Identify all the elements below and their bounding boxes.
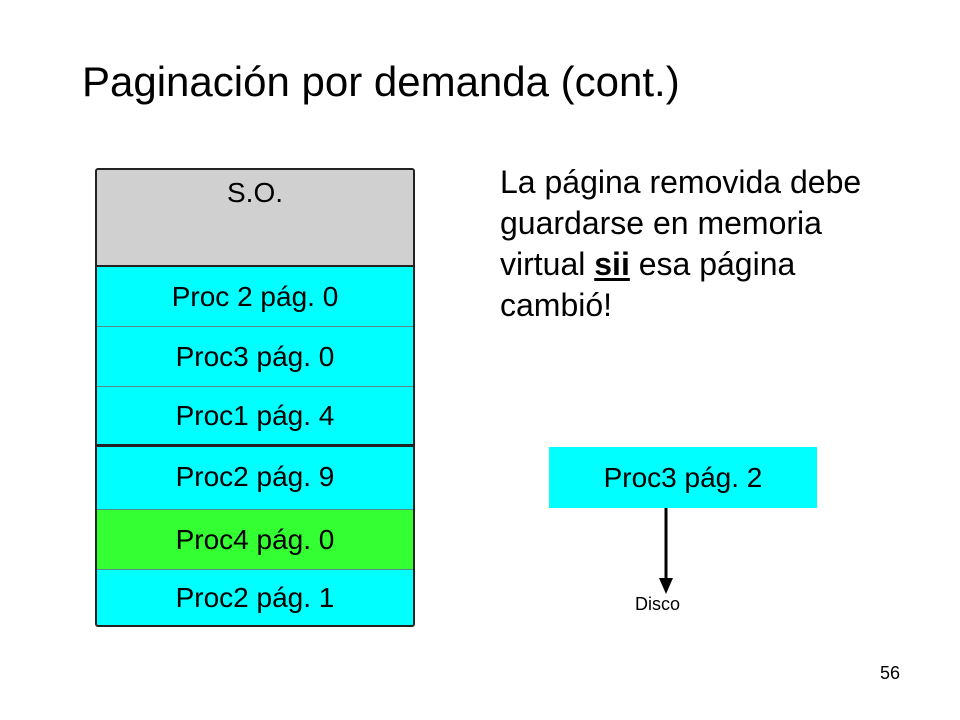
memory-frame: Proc 2 pág. 0 (97, 267, 413, 327)
emphasis-sii: sii (594, 246, 630, 282)
memory-frame: Proc1 pág. 4 (97, 387, 413, 447)
memory-frame: Proc2 pág. 9 (97, 447, 413, 510)
page-number: 56 (880, 663, 901, 683)
slide-title: Paginación por demanda (cont.) (82, 58, 680, 105)
os-block: S.O. (97, 170, 413, 267)
explanation-text: La página removida debe guardarse en mem… (500, 162, 900, 326)
disk-label: Disco (635, 594, 681, 614)
memory-frame-new: Proc4 pág. 0 (97, 510, 413, 570)
memory-frame: Proc3 pág. 0 (97, 327, 413, 387)
memory-frame: Proc2 pág. 1 (175, 582, 335, 613)
physical-memory: S.O. Proc 2 pág. 0 Proc3 pág. 0 Proc1 pá… (95, 168, 415, 627)
evicted-page: Proc3 pág. 2 (549, 447, 817, 508)
explanation-text-end: esa página cambió! (500, 246, 796, 323)
explanation-text-start: La página removida debe guardarse en mem… (500, 164, 862, 282)
down-arrow-icon (659, 508, 673, 594)
